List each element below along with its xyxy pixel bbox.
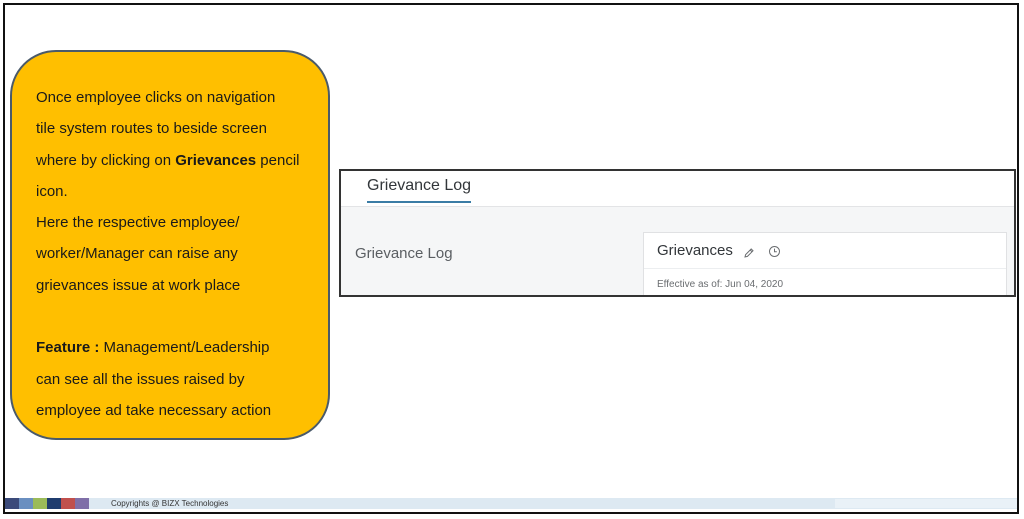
effective-date: Effective as of: Jun 04, 2020	[657, 279, 784, 290]
callout-bold-term: Grievances	[175, 151, 257, 169]
footer-bar: Copyrights @ BIZX Technologies	[5, 498, 1017, 509]
section-title: Grievance Log	[355, 245, 453, 262]
copyright-text: Copyrights @ BIZX Technologies	[111, 499, 229, 508]
card-header: Grievances	[644, 233, 1006, 269]
callout-line: can see all the issues raised by	[36, 370, 245, 388]
card-title: Grievances	[657, 242, 733, 259]
callout-line: icon.	[36, 182, 68, 200]
callout-line: where by clicking on Grievances pencil	[36, 145, 326, 176]
callout-line: employee ad take necessary action	[36, 401, 272, 419]
color-swatch	[19, 498, 33, 509]
color-swatch	[61, 498, 75, 509]
pencil-icon[interactable]	[743, 246, 755, 264]
footer-accent-strip	[835, 499, 1017, 508]
tab-bar: Grievance Log	[341, 171, 1014, 207]
callout-text-segment: Management/Leadership	[99, 339, 270, 357]
grievance-screen: Grievance Log Grievance Log Grievances E…	[339, 169, 1016, 297]
callout-line: worker/Manager can raise any	[36, 245, 238, 263]
color-swatch	[75, 498, 89, 509]
callout-line: tile system routes to beside screen	[36, 120, 267, 138]
feature-label: Feature :	[36, 339, 100, 357]
clock-icon[interactable]	[768, 245, 781, 263]
grievances-card: Grievances Effective as of: Jun 04, 2020	[643, 232, 1007, 295]
callout-line: Here the respective employee/	[36, 214, 240, 232]
callout-line: grievances issue at work place	[36, 276, 241, 294]
callout-text-segment: pencil	[256, 151, 300, 169]
tab-grievance-log[interactable]: Grievance Log	[367, 177, 472, 203]
info-callout: Once employee clicks on navigation tile …	[10, 50, 330, 440]
callout-text-segment: where by clicking on	[36, 151, 176, 169]
callout-line: Once employee clicks on navigation	[36, 89, 276, 106]
callout-feature-line: Feature : Management/Leadership	[36, 332, 326, 363]
callout-text: Once employee clicks on navigation tile …	[36, 82, 326, 426]
color-swatch	[5, 498, 19, 509]
color-swatch	[47, 498, 61, 509]
spacer	[36, 301, 326, 332]
color-swatch	[33, 498, 47, 509]
